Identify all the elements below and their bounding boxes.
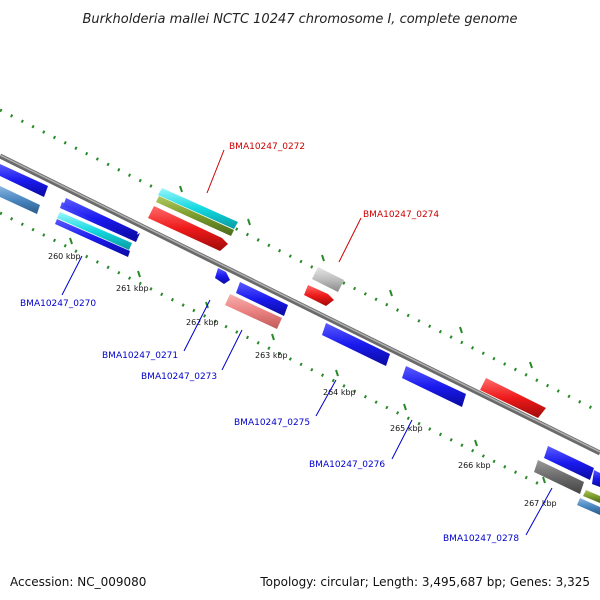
outer-tick-track — [0, 108, 600, 414]
gene-bar — [63, 198, 138, 239]
gene-labels: BMA10247_0272 BMA10247_0274 BMA10247_027… — [20, 142, 519, 544]
gene-bar — [156, 196, 234, 236]
gene-bar — [322, 323, 390, 366]
tick-label: 264 kbp — [323, 388, 356, 397]
gene-label: BMA10247_0278 — [443, 534, 519, 544]
tick-label: 266 kbp — [458, 461, 491, 470]
tick-label: 267 kbp — [524, 499, 557, 508]
gene-bar — [480, 378, 546, 418]
gene-bar — [0, 164, 48, 197]
accession-text: Accession: NC_009080 — [10, 575, 146, 589]
gene-bar — [583, 490, 600, 503]
tick-labels: 260 kbp 261 kbp 262 kbp 263 kbp 264 kbp … — [48, 252, 557, 508]
gene-label: BMA10247_0274 — [363, 210, 439, 220]
gene-bar — [312, 267, 344, 292]
tick-label: 260 kbp — [48, 252, 81, 261]
gene-bar — [158, 188, 238, 229]
gene-bar — [592, 470, 600, 487]
gene-bar — [402, 366, 466, 407]
gene-bar — [148, 206, 228, 251]
gene-bar — [534, 460, 584, 494]
gene-bar — [55, 219, 130, 257]
inner-tick-track — [0, 211, 546, 489]
gene-label: BMA10247_0270 — [20, 299, 96, 309]
gene-label: BMA10247_0275 — [234, 418, 310, 428]
gene-bar — [215, 268, 230, 284]
gene-bar — [225, 294, 282, 329]
gene-label: BMA10247_0276 — [309, 460, 385, 470]
gene-features — [0, 164, 600, 515]
summary-text: Topology: circular; Length: 3,495,687 bp… — [259, 575, 590, 589]
gene-bar — [577, 498, 600, 515]
label-leaders — [61, 149, 553, 536]
gene-bar — [0, 186, 40, 214]
gene-label: BMA10247_0273 — [141, 372, 217, 382]
major-tick-marks — [69, 185, 546, 484]
backbone — [0, 153, 600, 456]
gene-bar — [57, 212, 132, 250]
tick-label: 265 kbp — [390, 424, 423, 433]
gene-label: BMA10247_0272 — [229, 142, 305, 152]
tick-label: 262 kbp — [186, 318, 219, 327]
map-title: Burkholderia mallei NCTC 10247 chromosom… — [82, 12, 517, 27]
gene-bar — [544, 446, 594, 480]
gene-label: BMA10247_0271 — [102, 351, 178, 361]
tick-label: 261 kbp — [116, 284, 149, 293]
gene-bar — [304, 285, 334, 306]
tick-label: 263 kbp — [255, 351, 288, 360]
gene-bar — [236, 282, 288, 316]
